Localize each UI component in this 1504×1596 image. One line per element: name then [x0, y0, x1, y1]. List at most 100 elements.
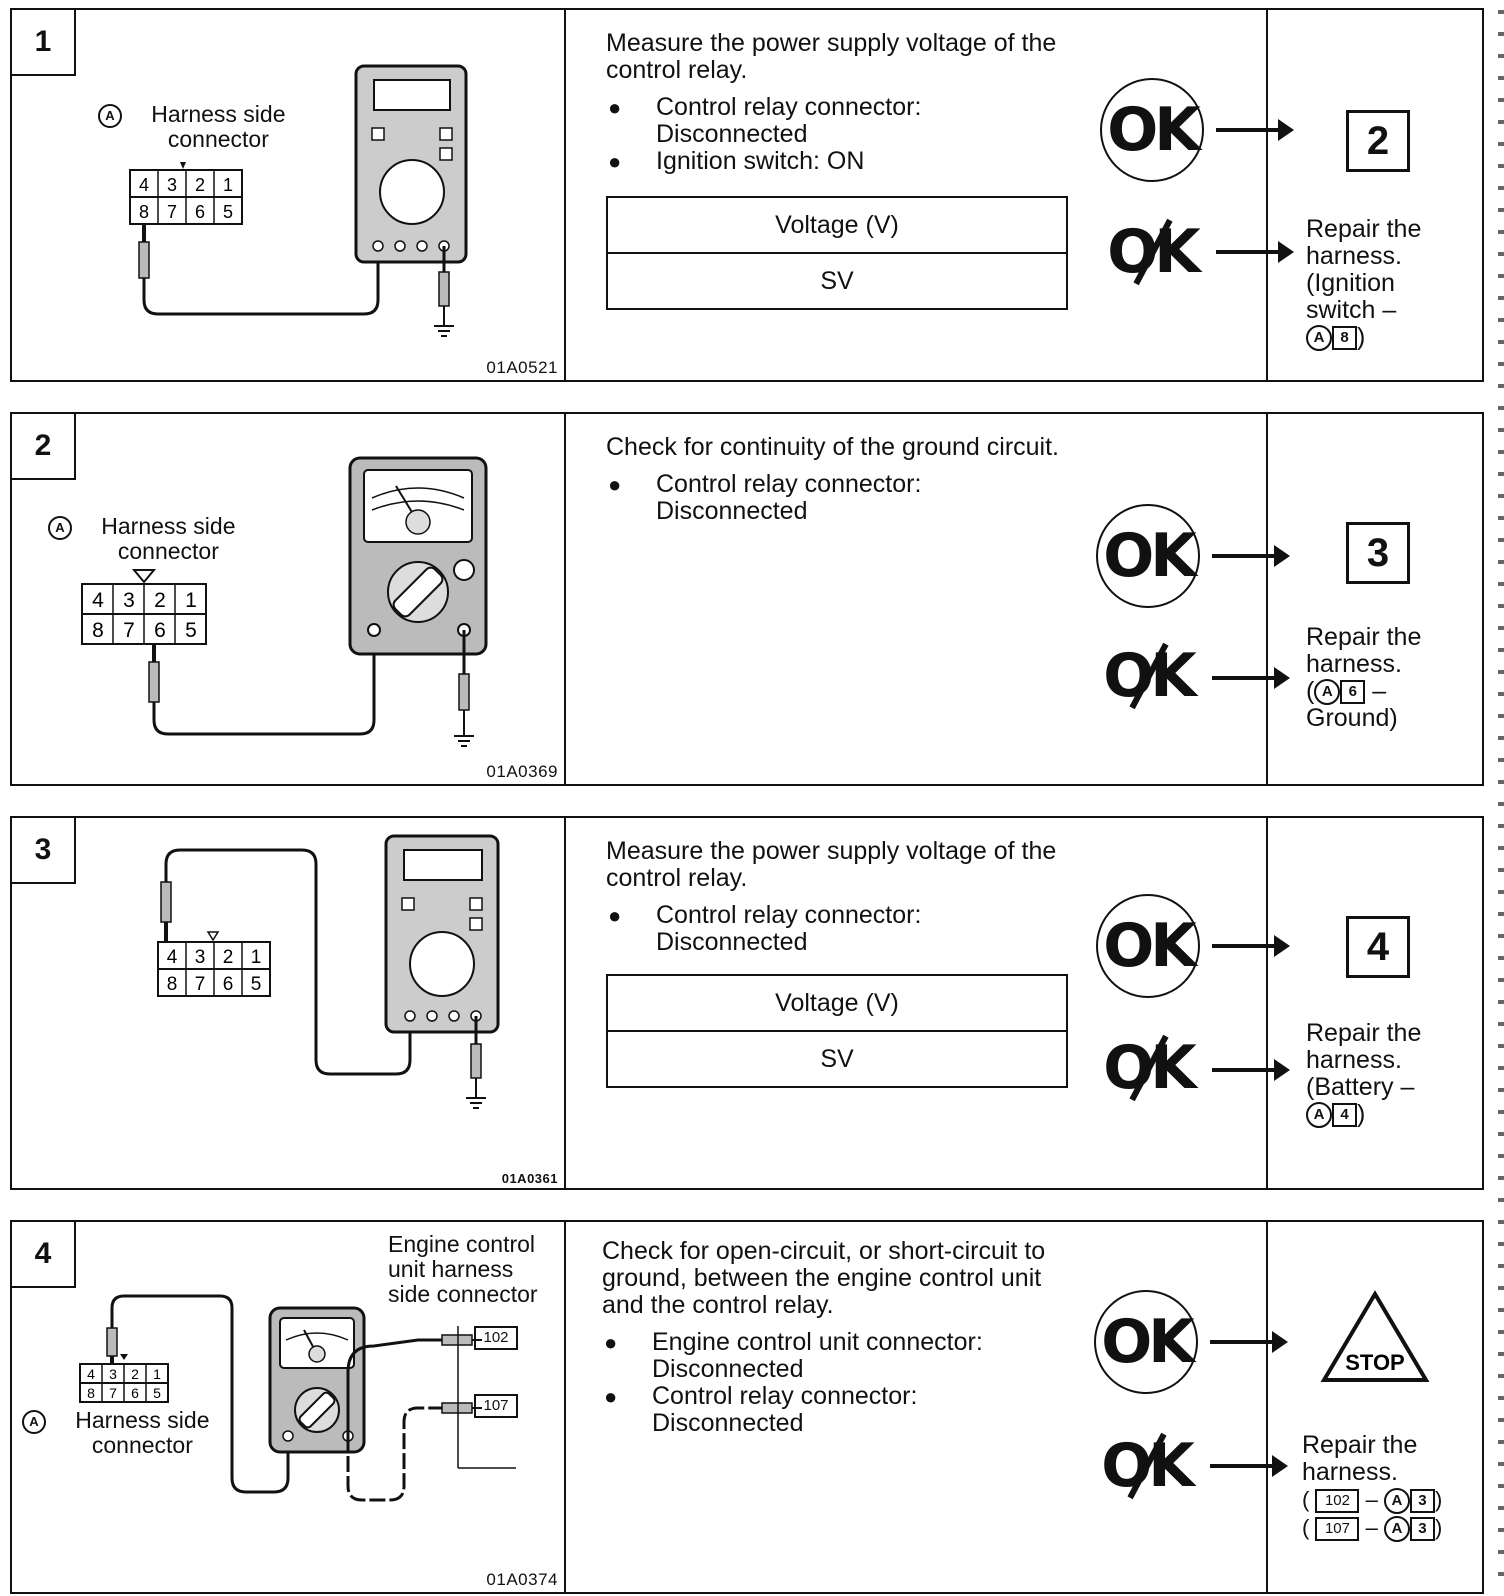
condition-list: Control relay connector: Disconnected — [606, 902, 1076, 956]
step-figure: 1 A Harness side connector 4 3 2 1 8 7 6… — [12, 10, 566, 380]
circle-a-icon: A — [1314, 679, 1341, 706]
pin-label: 3 — [123, 589, 135, 612]
circle-a-icon: A — [1306, 325, 1332, 352]
ok-icon: OK — [1094, 1290, 1198, 1394]
pin-label: 2 — [195, 175, 205, 195]
pin-label: 7 — [167, 202, 177, 222]
terminal-box: 102 — [474, 1326, 518, 1350]
step-number: 3 — [12, 818, 76, 884]
figure-id: 01A0374 — [486, 1570, 558, 1589]
pin-label: 1 — [185, 589, 197, 612]
multimeter-diagram: 4 3 2 1 8 7 6 5 — [81, 456, 488, 747]
ok-icon: OK — [1100, 78, 1204, 182]
step-instructions: Check for continuity of the ground circu… — [566, 414, 1290, 784]
condition-list: Engine control unit connector: Disconnec… — [602, 1329, 1072, 1437]
circle-a-icon: A — [22, 1409, 46, 1434]
step-figure: 3 4 3 2 1 8 7 6 5 — [12, 818, 566, 1188]
arrow-right-icon — [1212, 667, 1290, 689]
next-step-box: 4 — [1346, 916, 1410, 978]
step-description: Measure the power supply voltage of the … — [606, 837, 1057, 892]
terminal-box: 102 — [1315, 1489, 1360, 1514]
arrow-right-icon — [1216, 241, 1294, 263]
condition-item: Control relay connector: Disconnected — [606, 471, 1076, 525]
pin-label: 8 — [167, 974, 178, 995]
step-description: Check for open-circuit, or short-circuit… — [602, 1237, 1046, 1319]
next-step-box: 2 — [1346, 110, 1410, 172]
arrow-right-icon — [1210, 1331, 1288, 1353]
multimeter-diagram: 4 3 2 1 8 7 6 5 — [157, 834, 500, 1109]
pin-label: 5 — [251, 974, 262, 995]
connector-label: A Harness side connector — [98, 102, 308, 152]
pin-label: 6 — [195, 202, 205, 222]
condition-item: Control relay connector: Disconnected — [606, 902, 1076, 956]
pin-label: 2 — [154, 589, 166, 612]
circle-a-icon: A — [1383, 1488, 1410, 1515]
condition-item: Control relay connector: Disconnected — [602, 1383, 1072, 1437]
pin-label: 2 — [223, 947, 234, 968]
arrow-right-icon — [1210, 1455, 1288, 1477]
condition-item: Control relay connector: Disconnected — [606, 94, 1076, 148]
pin-label: 1 — [251, 947, 262, 968]
terminal-box: 107 — [474, 1394, 518, 1418]
voltage-table: Voltage (V) SV — [606, 974, 1068, 1088]
condition-list: Control relay connector: Disconnected Ig… — [606, 94, 1076, 176]
pin-label: 6 — [223, 974, 234, 995]
pin-number-box: 8 — [1332, 326, 1357, 351]
ok-icon: OK — [1096, 504, 1200, 608]
pin-label: 8 — [139, 202, 149, 222]
figure-id: 01A0521 — [486, 358, 558, 377]
pin-label: 5 — [223, 202, 233, 222]
page-edge-perforation — [1498, 10, 1504, 1586]
circle-a-icon: A — [48, 515, 72, 540]
svg-text:STOP: STOP — [1345, 1350, 1405, 1375]
pin-label: 6 — [154, 619, 166, 642]
step-number: 1 — [12, 10, 76, 76]
arrow-right-icon — [1212, 545, 1290, 567]
condition-item: Ignition switch: ON — [606, 148, 1076, 176]
table-value: SV — [608, 1030, 1066, 1086]
pin-label: 5 — [153, 1385, 161, 1401]
pin-label: 8 — [92, 619, 104, 642]
connector-label: A Harness side connector — [22, 1408, 232, 1458]
stop-sign-icon: STOP — [1320, 1290, 1430, 1382]
pin-label: 3 — [109, 1366, 117, 1382]
next-step-box: 3 — [1346, 522, 1410, 584]
pin-number-box: 3 — [1409, 1489, 1435, 1514]
pin-label: 7 — [195, 974, 206, 995]
pin-label: 3 — [167, 175, 177, 195]
condition-list: Control relay connector: Disconnected — [606, 471, 1076, 525]
pin-label: 2 — [131, 1366, 139, 1382]
step-panel-1: 1 A Harness side connector 4 3 2 1 8 7 6… — [10, 8, 1484, 382]
pin-label: 4 — [167, 947, 178, 968]
figure-id: 01A0369 — [486, 762, 558, 781]
table-header: Voltage (V) — [775, 989, 899, 1017]
step-panel-4: 4 Engine control unit harness side conne… — [10, 1220, 1484, 1594]
pin-label: 8 — [87, 1385, 95, 1401]
step-number: 2 — [12, 414, 76, 480]
arrow-right-icon — [1212, 935, 1290, 957]
pin-label: 3 — [195, 947, 206, 968]
step-description: Check for continuity of the ground circu… — [606, 433, 1060, 461]
not-ok-icon: OK — [1096, 624, 1200, 728]
terminal-box: 107 — [1315, 1517, 1360, 1542]
not-ok-icon: OK — [1096, 1016, 1200, 1120]
connector-label: A Harness side connector — [48, 514, 258, 564]
not-ok-icon: OK — [1100, 200, 1204, 304]
circle-a-icon: A — [1383, 1516, 1410, 1543]
pin-label: 4 — [139, 175, 149, 195]
step-panel-2: 2 A Harness side connector 4 3 2 1 8 7 6… — [10, 412, 1484, 786]
step-instructions: Check for open-circuit, or short-circuit… — [566, 1222, 1288, 1592]
pin-label: 6 — [131, 1385, 139, 1401]
pin-number-box: 3 — [1409, 1517, 1435, 1542]
arrow-right-icon — [1212, 1059, 1290, 1081]
step-number: 4 — [12, 1222, 76, 1288]
step-results: 2 Repair the harness. (Ignition switch –… — [1266, 10, 1482, 380]
multimeter-diagram: 4 3 2 1 8 7 6 5 — [79, 1294, 516, 1502]
voltage-table: Voltage (V) SV — [606, 196, 1068, 310]
step-figure: 4 Engine control unit harness side conne… — [12, 1222, 566, 1592]
